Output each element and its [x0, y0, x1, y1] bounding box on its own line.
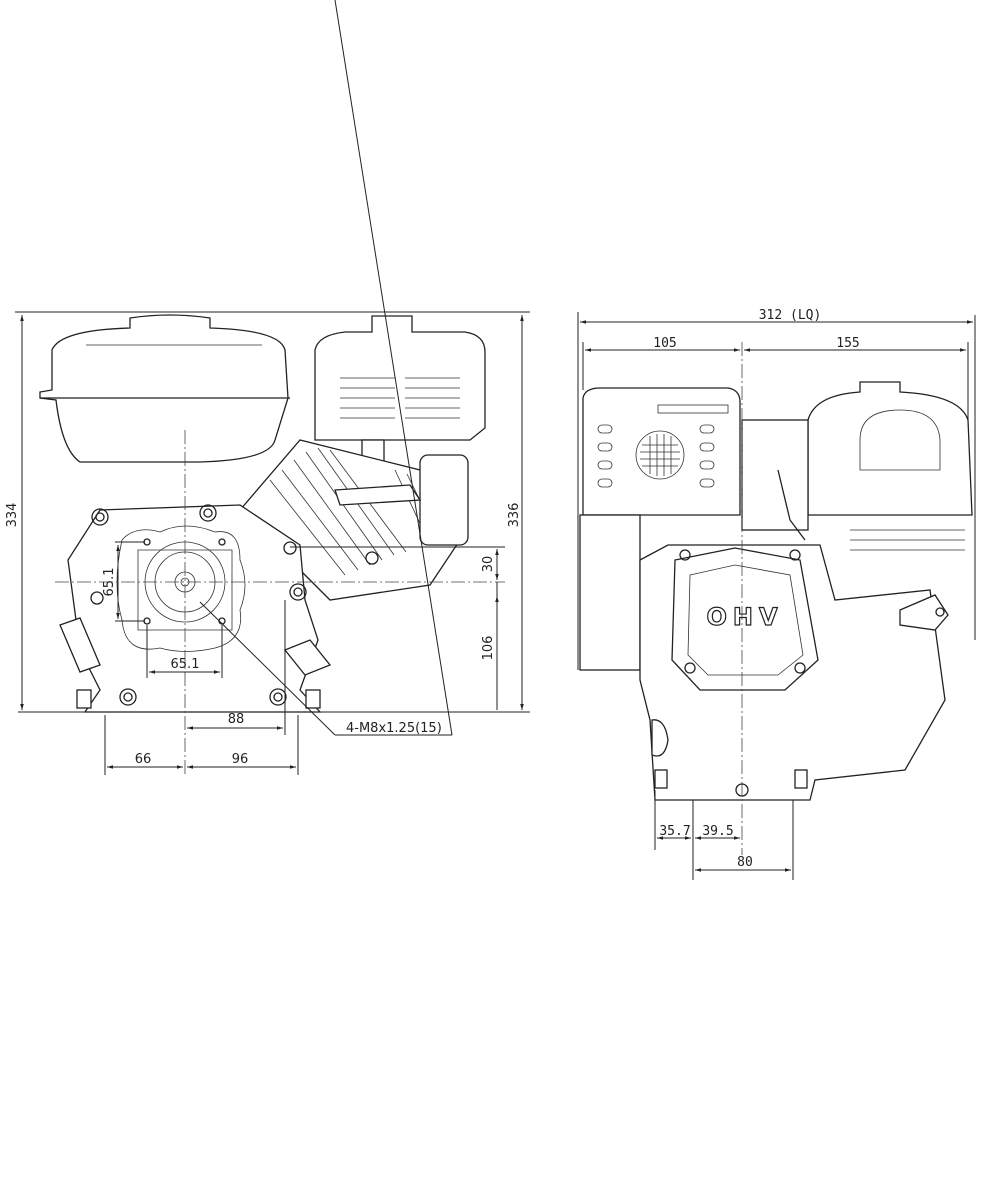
left-view-engine: [39, 314, 486, 713]
dim-overall-height-right: 336: [507, 503, 522, 528]
dim-bolt-vertical: 65.1: [102, 568, 117, 597]
right-view-engine: OHV: [579, 381, 973, 801]
dim-shaft-offset: 30: [481, 556, 496, 573]
dim-mount-half: 88: [228, 712, 245, 727]
bolt-callout: 4-M8x1.25(15): [346, 721, 442, 736]
dim-right-part: 155: [836, 336, 859, 351]
dim-mount-left: 66: [135, 752, 152, 767]
grille-icon: [640, 434, 680, 476]
dim-overall-length: 312 (LQ): [759, 308, 822, 323]
dim-shaft-height: 106: [481, 636, 496, 661]
ohv-label: OHV: [706, 603, 783, 631]
dim-mount-right: 96: [232, 752, 249, 767]
dim-left-part: 105: [653, 336, 676, 351]
dim-base-width: 80: [737, 855, 753, 870]
dim-base-left: 35.7: [659, 824, 690, 839]
dim-bolt-horizontal: 65.1: [171, 657, 200, 672]
right-view-dimensions: 312 (LQ) 105 155 35.7 39.5 80: [577, 308, 976, 880]
dim-base-mid: 39.5: [702, 824, 733, 839]
dim-overall-height-left: 334: [5, 503, 20, 528]
left-view-dimensions: 334 336 65.1 65.1 30 106 88 66 96 4-M8x1…: [5, 0, 530, 775]
